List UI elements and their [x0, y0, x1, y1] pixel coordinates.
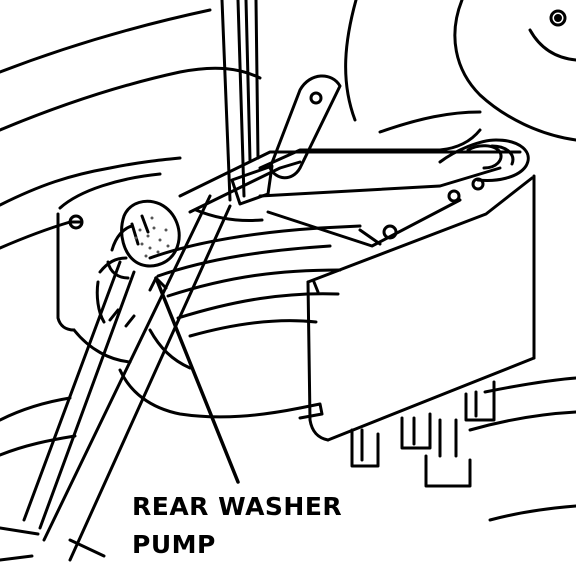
mounting-bracket	[178, 74, 522, 214]
callout-leader	[148, 276, 240, 484]
pump-stipple	[134, 216, 170, 258]
vertical-rods	[220, 0, 260, 202]
body-panel-lines	[0, 0, 576, 522]
reservoir-strap	[258, 166, 502, 248]
washer-reservoir	[306, 174, 536, 488]
callout-label-line-1: REAR WASHER	[132, 492, 343, 521]
corner-bolt	[549, 9, 567, 27]
washer-pump	[106, 199, 181, 280]
reservoir-cap	[438, 138, 530, 182]
diagonal-tube	[0, 194, 232, 562]
callout-label-line-2: PUMP	[132, 530, 216, 559]
